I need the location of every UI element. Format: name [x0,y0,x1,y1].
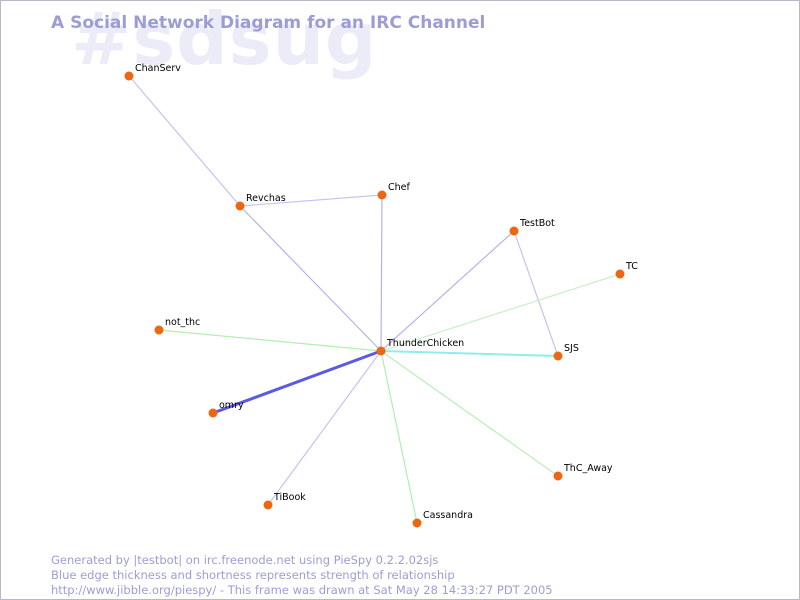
diagram-title: A Social Network Diagram for an IRC Chan… [51,13,486,33]
node-dot [615,269,625,279]
node-label: TestBot [519,218,555,229]
edge-chanserv-revchas [128,75,241,207]
footer-legend-note: Blue edge thickness and shortness repres… [51,568,455,582]
node-label: Chef [388,182,410,193]
node-label: Cassandra [423,510,473,521]
edge-testbot-sjs [513,230,559,357]
node-dot [235,201,245,211]
node-label: omry [219,400,244,411]
node-label: ThC_Away [563,463,613,474]
node-dot [377,190,387,200]
edge-testbot-thunderchicken [380,230,515,352]
node-revchas[interactable]: Revchas [235,193,286,211]
channel-watermark: #sdsug [71,0,378,81]
edges-layer [128,75,621,524]
node-dot [509,226,519,236]
edge-thunderchicken-omry [212,349,382,415]
node-label: ChanServ [135,63,181,74]
edge-thunderchicken-cassandra [380,350,418,524]
node-chef[interactable]: Chef [377,182,411,200]
node-label: ThunderChicken [386,338,464,349]
edge-revchas-chef [239,194,383,207]
node-thc-away[interactable]: ThC_Away [553,463,613,481]
edge-thunderchicken-thc-away [380,350,559,477]
edge-thunderchicken-tibook [267,350,382,506]
node-dot [263,500,273,510]
node-tc[interactable]: TC [615,261,639,279]
node-cassandra[interactable]: Cassandra [412,510,473,528]
node-dot [376,346,386,356]
node-dot [208,408,218,418]
footer-generated-by: Generated by |testbot| on irc.freenode.n… [51,553,439,567]
footer: Generated by |testbot| on irc.freenode.n… [51,553,553,598]
node-dot [553,471,563,481]
node-label: TC [625,261,638,272]
node-tibook[interactable]: TiBook [263,492,307,510]
node-label: Revchas [246,193,286,204]
node-dot [154,325,164,335]
node-dot [412,518,422,528]
node-testbot[interactable]: TestBot [509,218,556,236]
footer-url-timestamp: http://www.jibble.org/piespy/ - This fra… [51,583,553,597]
node-thunderchicken[interactable]: ThunderChicken [376,338,465,356]
node-chanserv[interactable]: ChanServ [124,63,182,81]
edge-thunderchicken-sjs [380,350,559,357]
edge-chef-thunderchicken [380,194,383,352]
edge-revchas-thunderchicken [239,205,382,352]
edge-tc-thunderchicken [380,273,621,352]
node-dot [124,71,134,81]
node-sjs[interactable]: SJS [553,343,579,361]
node-not-thc[interactable]: not_thc [154,317,201,335]
node-label: TiBook [273,492,306,503]
node-omry[interactable]: omry [208,400,244,418]
node-dot [553,351,563,361]
node-label: SJS [564,343,579,354]
node-label: not_thc [165,317,200,328]
edge-not-thc-thunderchicken [158,329,382,352]
